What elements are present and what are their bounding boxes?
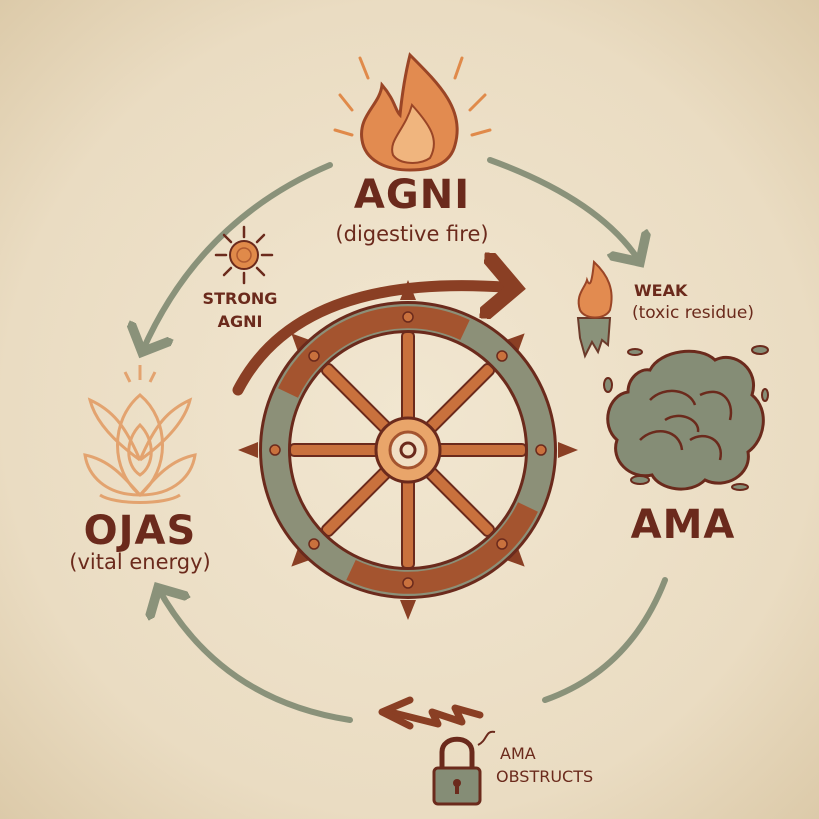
lotus-icon — [83, 365, 197, 504]
obstruct-zigzag-arrow — [378, 696, 484, 730]
arrow-ama-to-obstruction — [542, 577, 668, 703]
toxic-residue-label: (toxic residue) — [632, 303, 755, 323]
arrow-agni-to-ama — [487, 157, 640, 262]
smoke-cloud-icon — [603, 345, 769, 491]
wheel-icon — [238, 280, 578, 620]
ama-title: AMA — [630, 502, 736, 548]
obstruct-line2: OBSTRUCTS — [496, 767, 594, 786]
strong-agni-line2: AGNI — [217, 312, 263, 331]
agni-title: AGNI — [353, 172, 471, 218]
weak-label: WEAK — [634, 281, 688, 300]
cycle-arrows — [142, 157, 668, 723]
agni-subtitle: (digestive fire) — [335, 222, 489, 246]
arrow-obstruction-to-ojas — [158, 588, 353, 723]
arrow-agni-to-ojas — [142, 162, 333, 352]
padlock-icon — [432, 730, 496, 806]
weak-flame-icon — [576, 259, 613, 359]
obstruct-line1: AMA — [500, 744, 536, 763]
ojas-subtitle: (vital energy) — [69, 550, 211, 574]
strong-agni-line1: STRONG — [202, 289, 278, 308]
ojas-title: OJAS — [83, 508, 197, 554]
flame-icon — [333, 52, 492, 172]
strong-agni-arc-arrow — [232, 286, 515, 396]
sun-icon — [214, 225, 274, 285]
